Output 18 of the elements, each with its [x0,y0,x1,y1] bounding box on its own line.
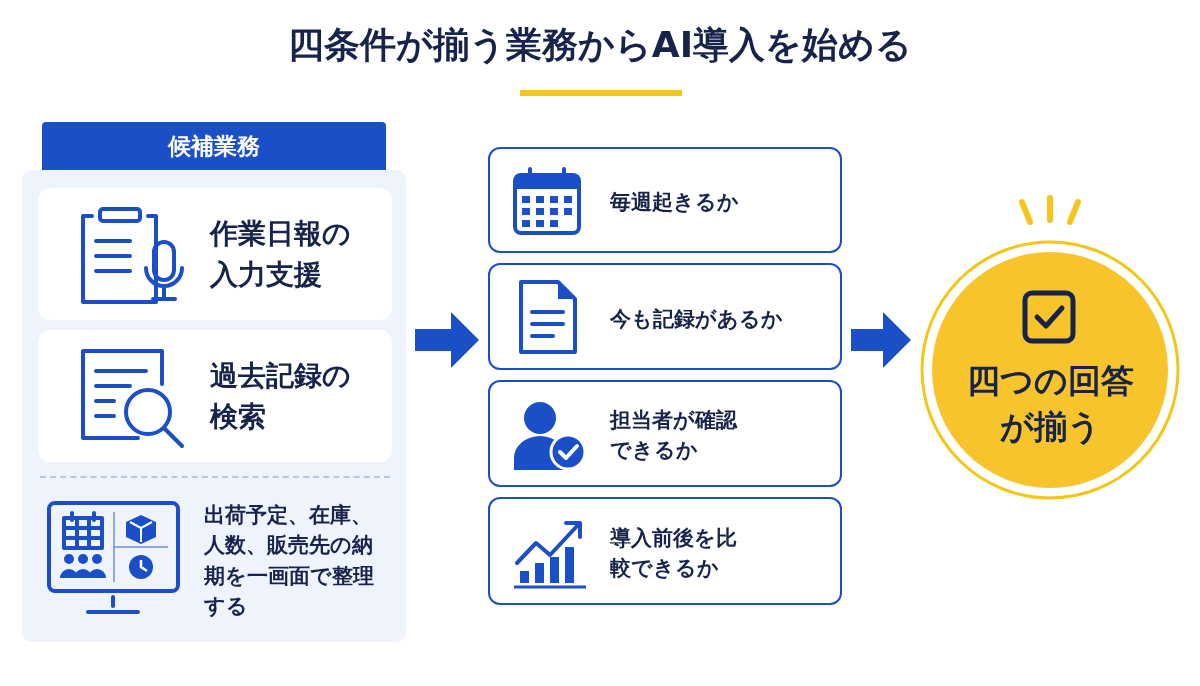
criterion-box [488,263,842,370]
task-card [38,330,392,462]
criterion-box [488,147,842,253]
criterion-box [488,497,842,605]
panel-heading: 候補業務 [42,122,386,170]
result-text: 四つの回答が揃う [965,360,1135,449]
card-text: 毎週起きるか [610,189,740,216]
card-text: 出荷予定、在庫、人数、販売先の納期を一画面で整理する [204,502,375,621]
criterion-box [488,380,842,487]
card-text: 今も記録があるか [610,306,784,333]
task-card [38,188,392,320]
card-text: 導入前後を比較できるか [610,525,738,583]
arrow [415,312,479,368]
title: 四条件が揃う業務からAI導入を始める [286,23,914,67]
card-text: 担当者が確認できるか [610,407,739,465]
card-text: 過去記録の検索 [210,358,352,435]
card-text: 作業日報の入力支援 [210,216,352,293]
arrow [851,312,911,368]
